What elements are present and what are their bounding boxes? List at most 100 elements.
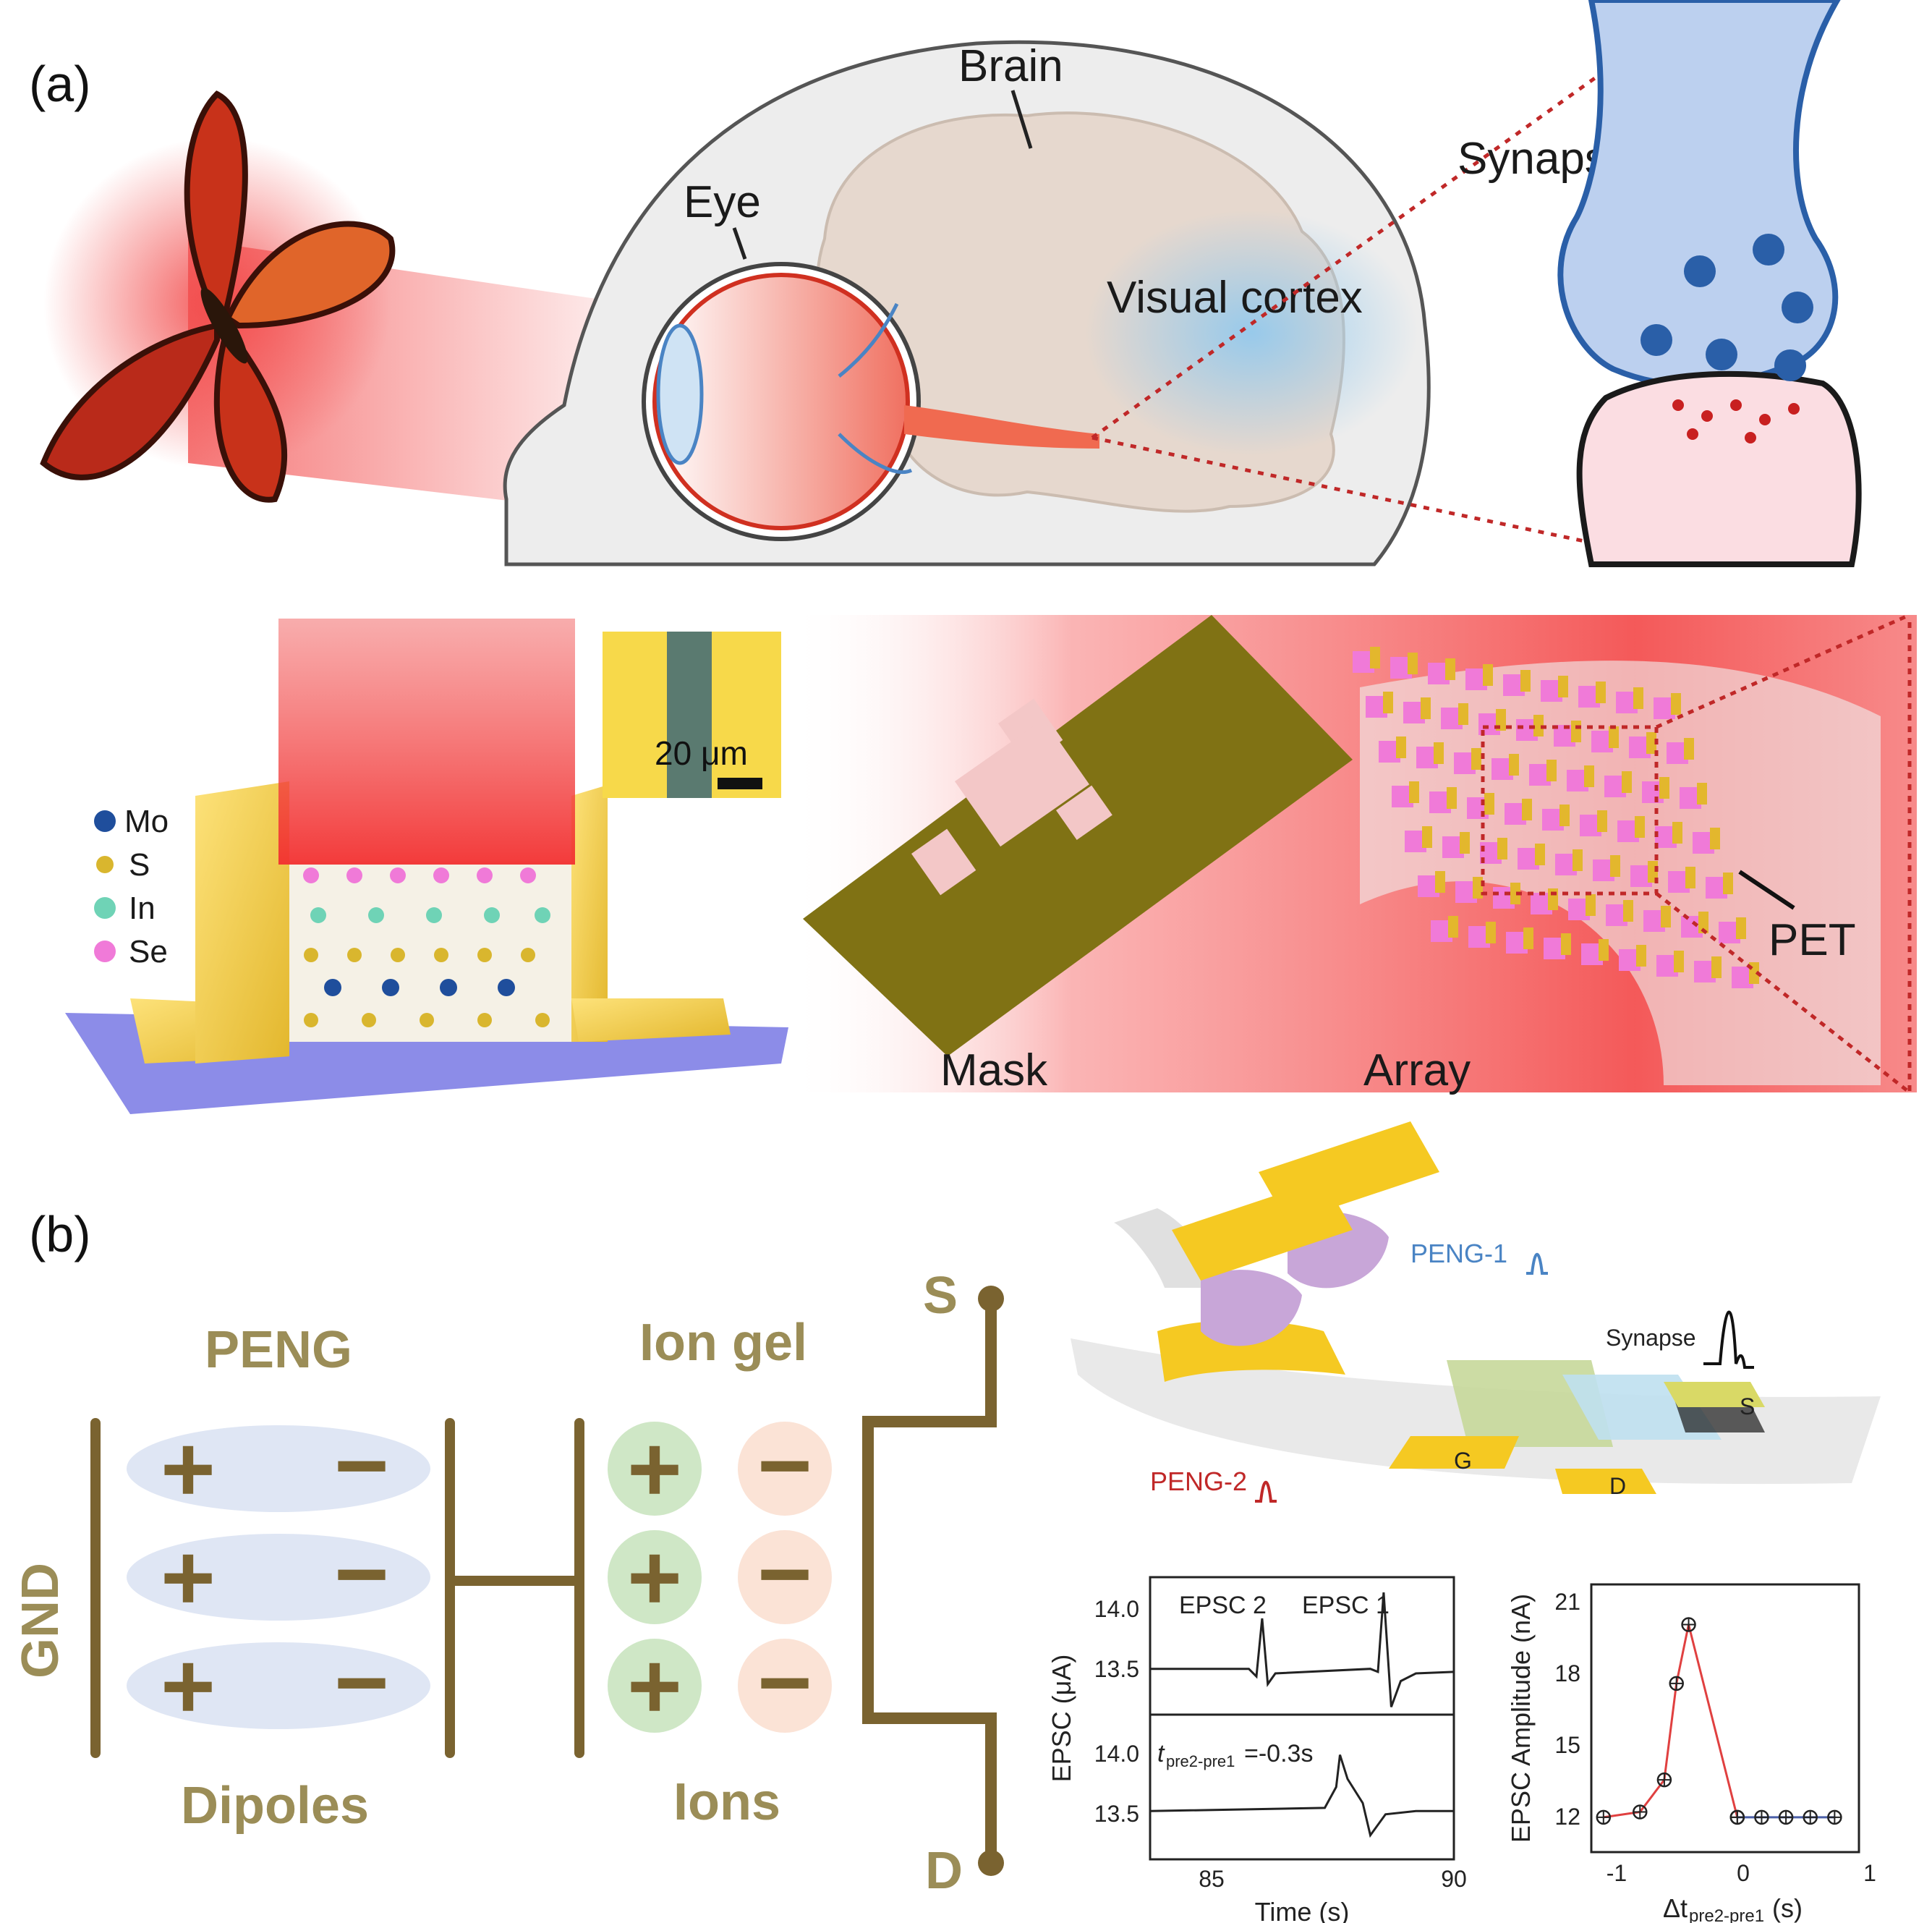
legend-label-in: In <box>129 891 156 926</box>
array-cell-electrode <box>1522 799 1532 820</box>
array-cell-electrode <box>1497 838 1507 859</box>
butterfly-illustration <box>40 90 396 503</box>
s-label: S <box>923 1267 958 1325</box>
array-cell-electrode <box>1510 883 1520 904</box>
inset-scale-label: 20 μm <box>655 734 748 772</box>
source-terminal <box>978 1286 1004 1312</box>
array-cell-electrode <box>1422 826 1432 848</box>
legend-swatch-mo <box>94 810 116 832</box>
amp-xtick-0: -1 <box>1607 1860 1627 1886</box>
epsc-xlabel: Time (s) <box>1255 1897 1350 1923</box>
link-wire <box>455 1576 574 1586</box>
svg-text:−: − <box>757 1629 812 1735</box>
eye-lens <box>656 323 704 465</box>
dipole-2 <box>127 1534 430 1621</box>
zoom-line-top <box>1091 63 1614 440</box>
epsc-trace-1 <box>1150 1592 1455 1707</box>
epsc-ylabel: EPSC (μA) <box>1047 1655 1076 1783</box>
ion-neg-2 <box>738 1530 832 1624</box>
epsc-time-chart: 14.0 13.5 14.0 13.5 85 90 Time (s) EPSC … <box>1047 1576 1467 1923</box>
ion-gel-label: Ion gel <box>639 1314 807 1372</box>
array-cell-electrode <box>1409 781 1419 803</box>
s-electrode-label: S <box>1740 1393 1755 1419</box>
epsc-trace-2 <box>1149 1754 1454 1838</box>
epsc-subplot-1-plot <box>1150 1592 1455 1707</box>
delta-t-subscript: pre2-pre1 <box>1166 1752 1235 1770</box>
array-cell-electrode <box>1483 664 1493 686</box>
electrode-right <box>571 785 608 1042</box>
synapse-pulse-icon <box>1703 1310 1754 1369</box>
array-cell-electrode <box>1635 816 1645 838</box>
array-cell-electrode <box>1596 682 1606 703</box>
device-illustration <box>1071 1121 1881 1494</box>
optic-nerve <box>904 405 1099 449</box>
epsc2-annotation: EPSC 2 <box>1179 1592 1267 1619</box>
brain-label: Brain <box>958 41 1063 91</box>
array-cell-electrode <box>1646 732 1656 754</box>
array-cell-electrode <box>1445 658 1455 680</box>
array-cell-electrode <box>1610 855 1620 877</box>
array-cell-electrode <box>1623 900 1633 922</box>
array-cell-electrode <box>1484 793 1494 815</box>
array-cell-electrode <box>1697 783 1707 805</box>
epsc-s2-ytick-1: 13.5 <box>1094 1801 1139 1827</box>
synapse-device-label: Synapse <box>1606 1325 1696 1351</box>
legend-swatch-s <box>96 856 114 873</box>
dipole-3 <box>127 1642 430 1729</box>
array-cell-electrode <box>1486 922 1496 943</box>
ion-pos-2 <box>608 1530 702 1624</box>
array-cell-electrode <box>1458 703 1468 725</box>
array-zoom-box <box>1481 725 1659 896</box>
array-cell-electrode <box>1434 742 1444 764</box>
amp-xtick-2: 1 <box>1863 1860 1876 1886</box>
legend-label-mo: Mo <box>124 804 169 839</box>
svg-text:+: + <box>627 1524 682 1630</box>
svg-text:+: + <box>161 1633 216 1739</box>
array-cell-electrode <box>1723 873 1733 894</box>
svg-text:+: + <box>627 1633 682 1739</box>
ion-pos-3 <box>608 1639 702 1733</box>
legend-label-s: S <box>129 847 150 883</box>
array-cell-electrode <box>1546 760 1557 781</box>
peng1-label: PENG-1 <box>1410 1239 1507 1268</box>
array-cell-electrode <box>1659 777 1669 799</box>
mask-pattern <box>911 698 1112 896</box>
dipoles-label: Dipoles <box>181 1777 369 1835</box>
legend-label-se: Se <box>129 934 168 969</box>
array-cell-electrode <box>1535 844 1545 865</box>
atom-lattice <box>303 867 550 1027</box>
svg-text:+: + <box>627 1416 682 1521</box>
array-cell-electrode <box>1533 715 1544 736</box>
ion-neg-1 <box>738 1422 832 1516</box>
array-cell-electrode <box>1609 726 1619 748</box>
dipole-signs: + − + − + − <box>161 1412 389 1739</box>
array-cell-electrode <box>1396 736 1406 758</box>
array-cell-electrode <box>1558 676 1568 697</box>
panel-b-label: (b) <box>29 1206 91 1262</box>
dipole-1 <box>127 1425 430 1512</box>
legend-swatch-se <box>94 941 116 962</box>
ions-label: Ions <box>673 1773 780 1831</box>
epsc-subplot-2-plot <box>1149 1754 1454 1838</box>
array-cell-electrode <box>1698 912 1708 933</box>
epsc1-annotation: EPSC 1 <box>1302 1592 1390 1619</box>
amp-xlabel-symbol: Δt <box>1663 1893 1688 1923</box>
gate-plate <box>574 1418 584 1758</box>
gnd-label: GND <box>12 1563 69 1678</box>
array-cells <box>1353 647 1759 988</box>
array-cell-electrode <box>1559 805 1570 826</box>
legend-swatch-in <box>94 897 116 919</box>
ion-signs: + − + − + − <box>627 1412 812 1739</box>
array-cell-electrode <box>1636 945 1646 967</box>
delta-t-symbol: t <box>1157 1740 1165 1767</box>
svg-text:+: + <box>161 1524 216 1630</box>
epsc-xtick-0: 85 <box>1199 1866 1225 1892</box>
eye-leader <box>732 227 747 260</box>
amplitude-plot-area <box>1596 1617 1842 1825</box>
array-cell-electrode <box>1711 956 1722 978</box>
array-cell-electrode <box>1448 916 1458 938</box>
eye-label: Eye <box>684 177 761 227</box>
array-zoom-line-bottom <box>1655 892 1911 1094</box>
array-cell-electrode <box>1599 939 1609 961</box>
